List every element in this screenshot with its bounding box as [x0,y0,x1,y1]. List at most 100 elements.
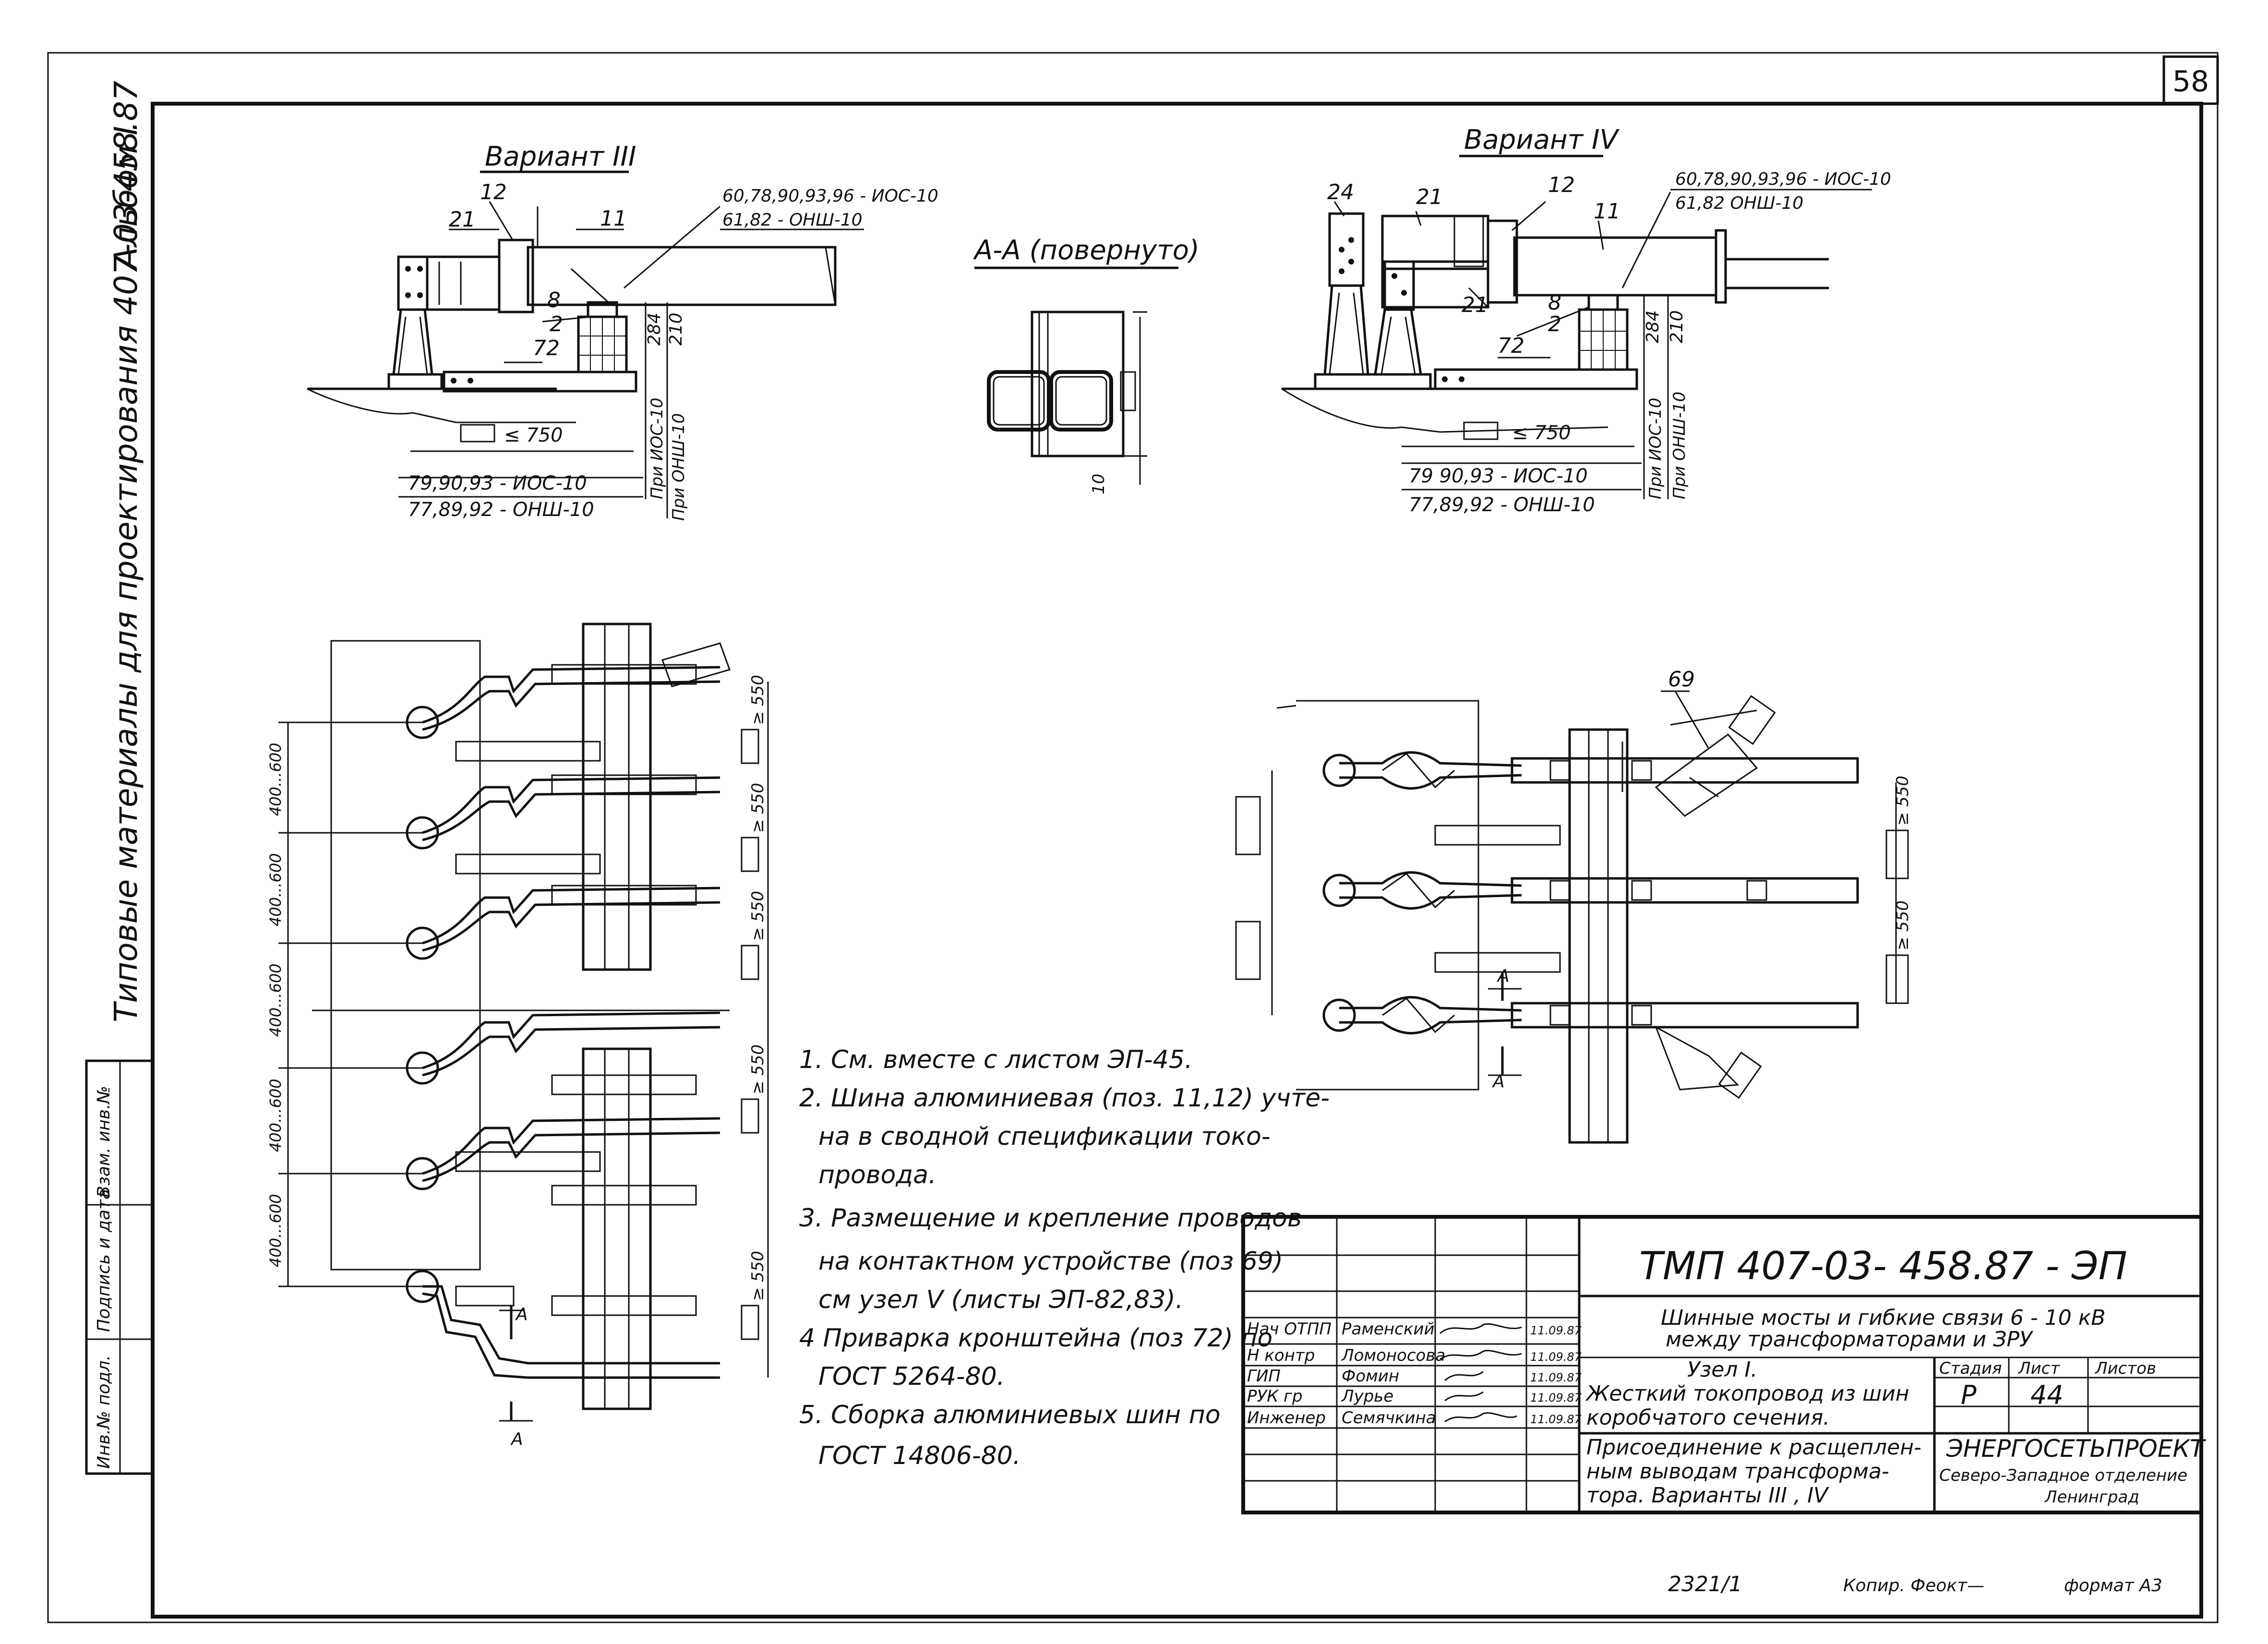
signer-name-4: Лурье [1341,1387,1393,1406]
phase-group-3 [406,853,720,960]
drawing-title-3: коробчатого сечения. [1586,1405,1830,1430]
stamp-inv: Инв.№ подл. [94,1355,114,1469]
org-city: Ленинград [2044,1488,2139,1507]
right-phase-2 [1322,825,1859,910]
stage-header: Стадия [1939,1359,2002,1378]
v3-ref-1: 60,78,90,93,96 - ИОС-10 [722,186,938,206]
signer-role-4: РУК гр [1247,1387,1303,1406]
gap-2: ≥ 550 [748,783,768,833]
right-gap-1: ≥ 550 [1893,776,1912,826]
v3-side-2: При ОНШ-10 [669,413,688,521]
phase-group-5 [406,1117,720,1206]
general-notes: 1. См. вместе с листом ЭП-45. 2. Шина ал… [799,1045,1330,1470]
note-line-3: на в сводной спецификации токо- [818,1122,1271,1151]
page-number: 58 [2172,65,2209,98]
gap-4: ≥ 550 [748,1044,768,1094]
footer-inv-number: 2321/1 [1668,1572,1742,1596]
pos-69: 69 [1668,667,1695,692]
section-aa-title: А-А (повернуто) [973,235,1200,266]
gap-3: ≥ 550 [748,891,768,941]
v3-ref-2: 61,82 - ОНШ-10 [722,210,863,230]
v4-pos-21b: 21 [1462,293,1488,317]
v3-pos-11: 11 [600,206,627,231]
phase-group-1 [406,642,731,739]
inner-frame [151,102,2203,1619]
stamp-sign: Подпись и дата [94,1189,114,1332]
v3-below-1: 79,90,93 - ИОС-10 [408,472,587,494]
spacing-5: 400...600 [266,1194,285,1267]
stage-value: Р [1961,1380,1977,1410]
v4-below-2: 77,89,92 - ОНШ-10 [1409,494,1595,516]
signer-date-2: 11.09.87 [1530,1350,1582,1364]
drawing-code: ТМП 407-03- 458.87 - ЭП [1639,1244,2127,1288]
variant-4-elevation: Вариант IV [1281,124,1891,516]
right-gap-2: ≥ 550 [1893,900,1912,950]
v3-pos-8: 8 [547,288,561,312]
v4-side-2: При ОНШ-10 [1670,392,1689,499]
note-line-10: 5. Сборка алюминиевых шин по [799,1401,1221,1429]
variant-3-title: Вариант III [485,141,636,172]
drawing-title-6: тора. Варианты III , IV [1586,1483,1829,1508]
v3-dim-750: ≤ 750 [504,424,563,446]
album-label: Альбом I [108,126,144,271]
signer-role-3: ГИП [1247,1367,1281,1386]
v4-pos-11: 11 [1594,199,1620,224]
note-line-6: на контактном устройстве (поз 69) [818,1247,1283,1276]
v3-dim-284: 284 [645,312,664,346]
right-section-mark-top: А [1497,966,1510,986]
section-aa-dim: 10 [1089,474,1108,494]
drawing-title-2: Жесткий токопровод из шин [1585,1381,1909,1406]
spacing-1: 400...600 [266,743,285,816]
signer-date-4: 11.09.87 [1530,1391,1582,1404]
right-section-mark-bottom: А [1492,1072,1505,1092]
project-title-1: Шинные мосты и гибкие связи 6 - 10 кВ [1661,1306,2105,1330]
stamp-replace: Взам. инв.№ [94,1086,114,1198]
v3-below-2: 77,89,92 - ОНШ-10 [408,499,594,521]
note-line-2: 2. Шина алюминиевая (поз. 11,12) учте- [799,1084,1330,1113]
right-phase-1 [1322,695,1859,817]
section-a-a: А-А (повернуто) 10 [973,235,1200,494]
spacing-2: 400...600 [266,853,285,926]
v4-pos-12: 12 [1548,173,1575,197]
note-line-1: 1. См. вместе с листом ЭП-45. [799,1045,1192,1074]
note-line-8: 4 Приварка кронштейна (поз 72) по [799,1324,1272,1353]
note-line-7: см узел V (листы ЭП-82,83). [818,1285,1183,1314]
sheet-header: Лист [2017,1359,2060,1378]
v4-pos-2: 2 [1548,312,1561,336]
sheets-header: Листов [2094,1359,2156,1378]
footer-format: формат А3 [2064,1576,2162,1596]
v4-side-1: При ИОС-10 [1646,397,1665,499]
v4-pos-8: 8 [1548,290,1561,315]
v4-pos-72: 72 [1498,334,1524,358]
v4-pos-21a: 21 [1416,185,1443,209]
variant-4-title: Вариант IV [1464,124,1620,156]
footer-copy: Копир. Феокт— [1843,1576,1984,1596]
right-phase-3 [1322,952,1859,1099]
drawing-title-5: ным выводам трансформа- [1586,1459,1889,1484]
v4-pos-24: 24 [1327,180,1354,204]
note-line-9: ГОСТ 5264-80. [818,1362,1005,1391]
gap-1: ≥ 550 [748,675,768,725]
drawing-title-4: Присоединение к расщеплен- [1586,1435,1921,1460]
phase-group-2 [406,741,720,850]
v4-ref-2: 61,82 ОНШ-10 [1675,193,1803,213]
signer-date-1: 11.09.87 [1530,1324,1582,1337]
plan-view-right: ≥ 550 ≥ 550 69 А А [1235,667,1912,1144]
phase-group-4 [406,1011,720,1095]
project-title-2: между трансформаторами и ЗРУ [1666,1327,2034,1352]
variant-3-elevation: Вариант III [307,141,938,521]
page-number-box [2162,55,2219,105]
signer-name-1: Раменский [1342,1320,1435,1339]
section-mark-bottom: А [510,1429,523,1449]
v3-pos-12: 12 [480,180,507,204]
signer-name-2: Ломоносова [1341,1346,1445,1365]
outer-border [47,52,2219,1623]
v4-dim-284: 284 [1643,310,1663,343]
section-mark-top: А [515,1305,528,1324]
signer-date-3: 11.09.87 [1530,1371,1582,1384]
signer-role-2: Н контр [1247,1346,1315,1365]
v3-pos-21: 21 [449,207,476,232]
note-line-5: 3. Размещение и крепление проводов [799,1204,1302,1233]
v4-dim-750: ≤ 750 [1512,422,1571,444]
